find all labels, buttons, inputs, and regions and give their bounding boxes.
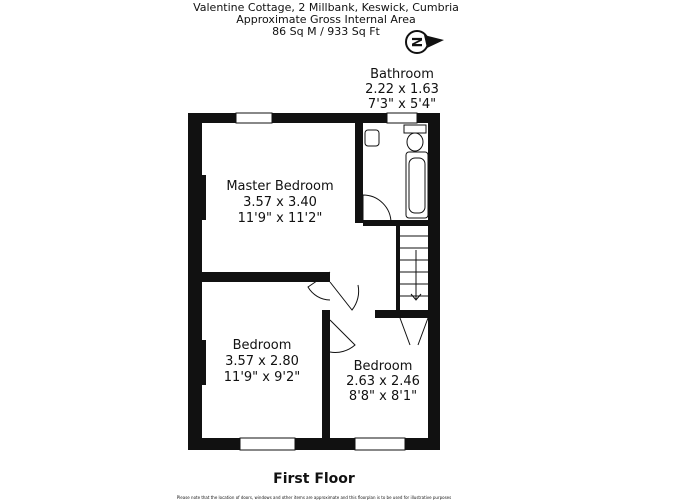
svg-text:11'9" x 9'2": 11'9" x 9'2" (224, 370, 300, 385)
area-value: 86 Sq M / 933 Sq Ft (272, 25, 380, 38)
svg-text:8'8" x 8'1": 8'8" x 8'1" (349, 389, 417, 404)
windows (235, 112, 418, 451)
svg-text:Bedroom: Bedroom (354, 359, 413, 374)
svg-text:Master Bedroom: Master Bedroom (226, 179, 333, 194)
svg-text:N: N (411, 37, 426, 48)
room-bedroom-2: Bedroom 3.57 x 2.80 11'9" x 9'2" (224, 338, 300, 385)
room-bathroom: Bathroom 2.22 x 1.63 7'3" x 5'4" (365, 67, 439, 112)
floor-label: First Floor (273, 471, 355, 487)
address: Valentine Cottage, 2 Millbank, Keswick, … (193, 1, 459, 14)
room-master-bedroom: Master Bedroom 3.57 x 3.40 11'9" x 11'2" (226, 179, 333, 226)
svg-text:Bedroom: Bedroom (233, 338, 292, 353)
bathroom-fixtures (364, 124, 429, 219)
svg-text:2.63 x 2.46: 2.63 x 2.46 (346, 374, 420, 389)
doors (307, 194, 429, 353)
disclaimer: Please note that the location of doors, … (177, 495, 451, 500)
svg-text:Bathroom: Bathroom (370, 67, 434, 82)
svg-text:2.22 x 1.63: 2.22 x 1.63 (365, 82, 439, 97)
svg-text:3.57 x 2.80: 3.57 x 2.80 (225, 354, 299, 369)
svg-text:3.57 x 3.40: 3.57 x 3.40 (243, 195, 317, 210)
area-label: Approximate Gross Internal Area (236, 13, 415, 26)
compass-icon: N (405, 30, 444, 54)
svg-text:7'3" x 5'4": 7'3" x 5'4" (368, 97, 436, 112)
svg-text:11'9" x 11'2": 11'9" x 11'2" (238, 211, 323, 226)
stairs (400, 235, 428, 301)
room-bedroom-3: Bedroom 2.63 x 2.46 8'8" x 8'1" (346, 359, 420, 404)
